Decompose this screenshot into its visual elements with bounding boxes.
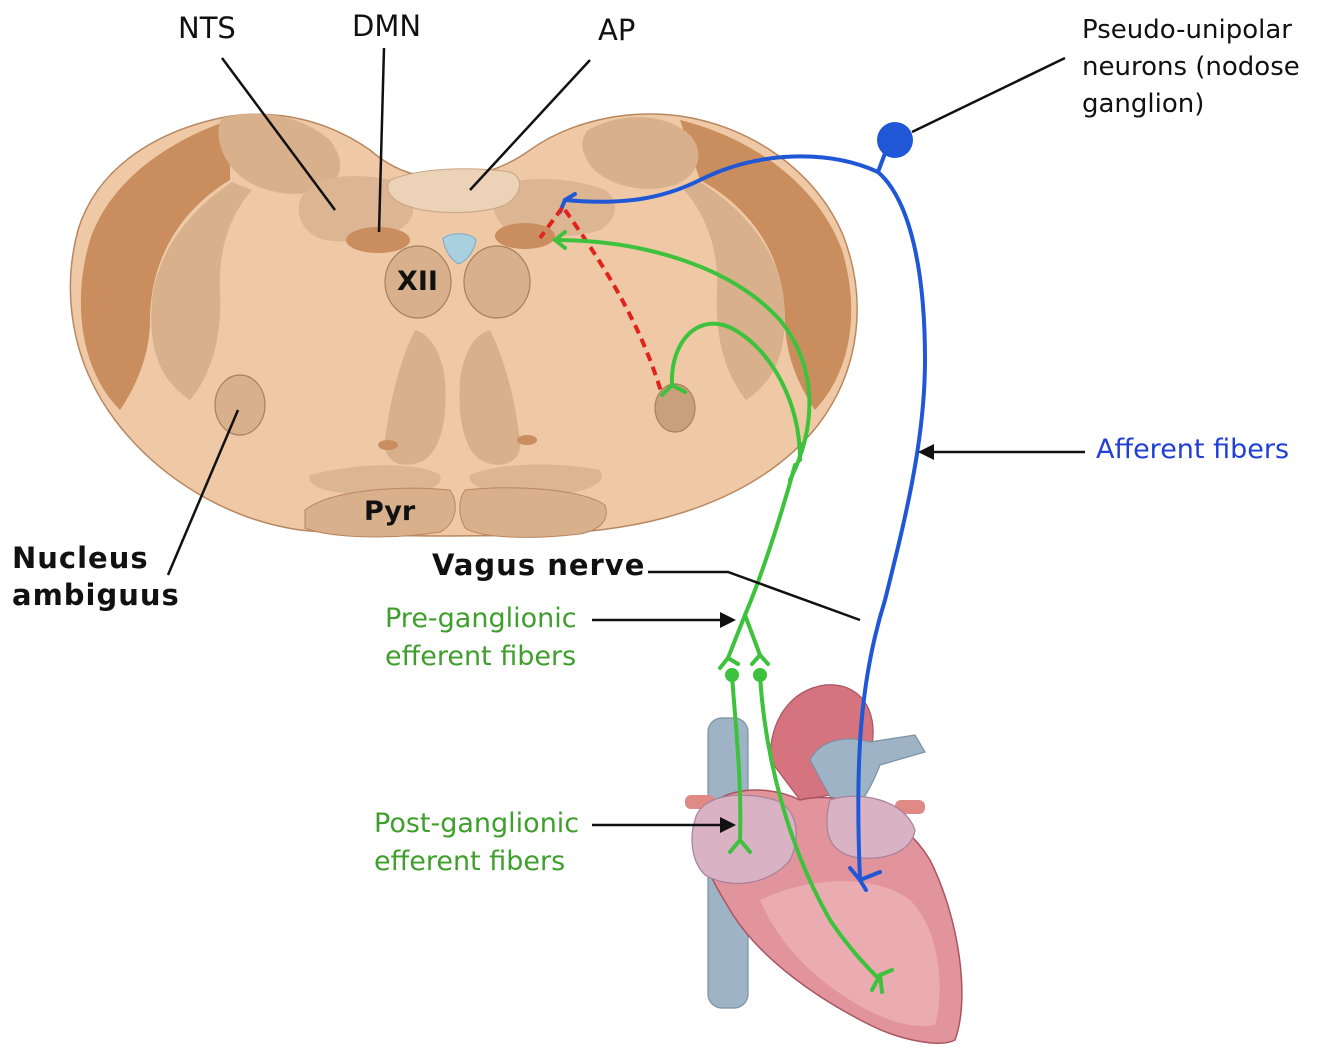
postganglionic-soma-right bbox=[753, 668, 767, 682]
efferent-split-right bbox=[745, 615, 760, 655]
heart-illustration bbox=[685, 685, 962, 1043]
nucleus-ambiguus-left bbox=[215, 375, 265, 435]
area-postrema bbox=[388, 169, 520, 213]
pre-terminal-right bbox=[752, 655, 768, 664]
pre-ganglionic-label-line2: efferent fibers bbox=[385, 641, 576, 672]
nucleus-ambiguus-label-line1: Nucleus bbox=[12, 541, 149, 575]
ap-label: AP bbox=[598, 13, 635, 47]
pseudo-label-line3: ganglion) bbox=[1082, 89, 1204, 119]
postganglionic-soma-left bbox=[725, 668, 739, 682]
pre-terminal-left bbox=[720, 658, 738, 668]
xii-nucleus-right bbox=[464, 246, 530, 318]
medulla-section bbox=[70, 114, 857, 538]
post-ganglionic-label-line1: Post-ganglionic bbox=[374, 808, 579, 839]
nodose-ganglion-soma bbox=[877, 122, 913, 158]
afferent-arrowhead bbox=[918, 444, 934, 460]
dmn-label: DMN bbox=[352, 9, 421, 43]
post-ganglionic-label-line2: efferent fibers bbox=[374, 846, 565, 877]
pseudo-leader bbox=[912, 58, 1065, 132]
small-nucleus-left bbox=[378, 440, 398, 450]
dmn-right bbox=[495, 223, 555, 249]
pseudo-label-line1: Pseudo-unipolar bbox=[1082, 15, 1292, 45]
afferent-label: Afferent fibers bbox=[1096, 434, 1289, 465]
nucleus-ambiguus-label-line2: ambiguus bbox=[12, 578, 180, 612]
pre-ganglionic-label-line1: Pre-ganglionic bbox=[385, 603, 577, 634]
xii-label: XII bbox=[397, 266, 438, 297]
nts-label: NTS bbox=[178, 11, 236, 45]
pseudo-label-line2: neurons (nodose bbox=[1082, 52, 1300, 82]
small-nucleus-right bbox=[517, 435, 537, 445]
pre-arrowhead bbox=[720, 612, 736, 628]
vagus-nerve-label: Vagus nerve bbox=[432, 548, 645, 582]
pyr-label: Pyr bbox=[364, 496, 416, 527]
nucleus-ambiguus-right bbox=[655, 384, 695, 432]
